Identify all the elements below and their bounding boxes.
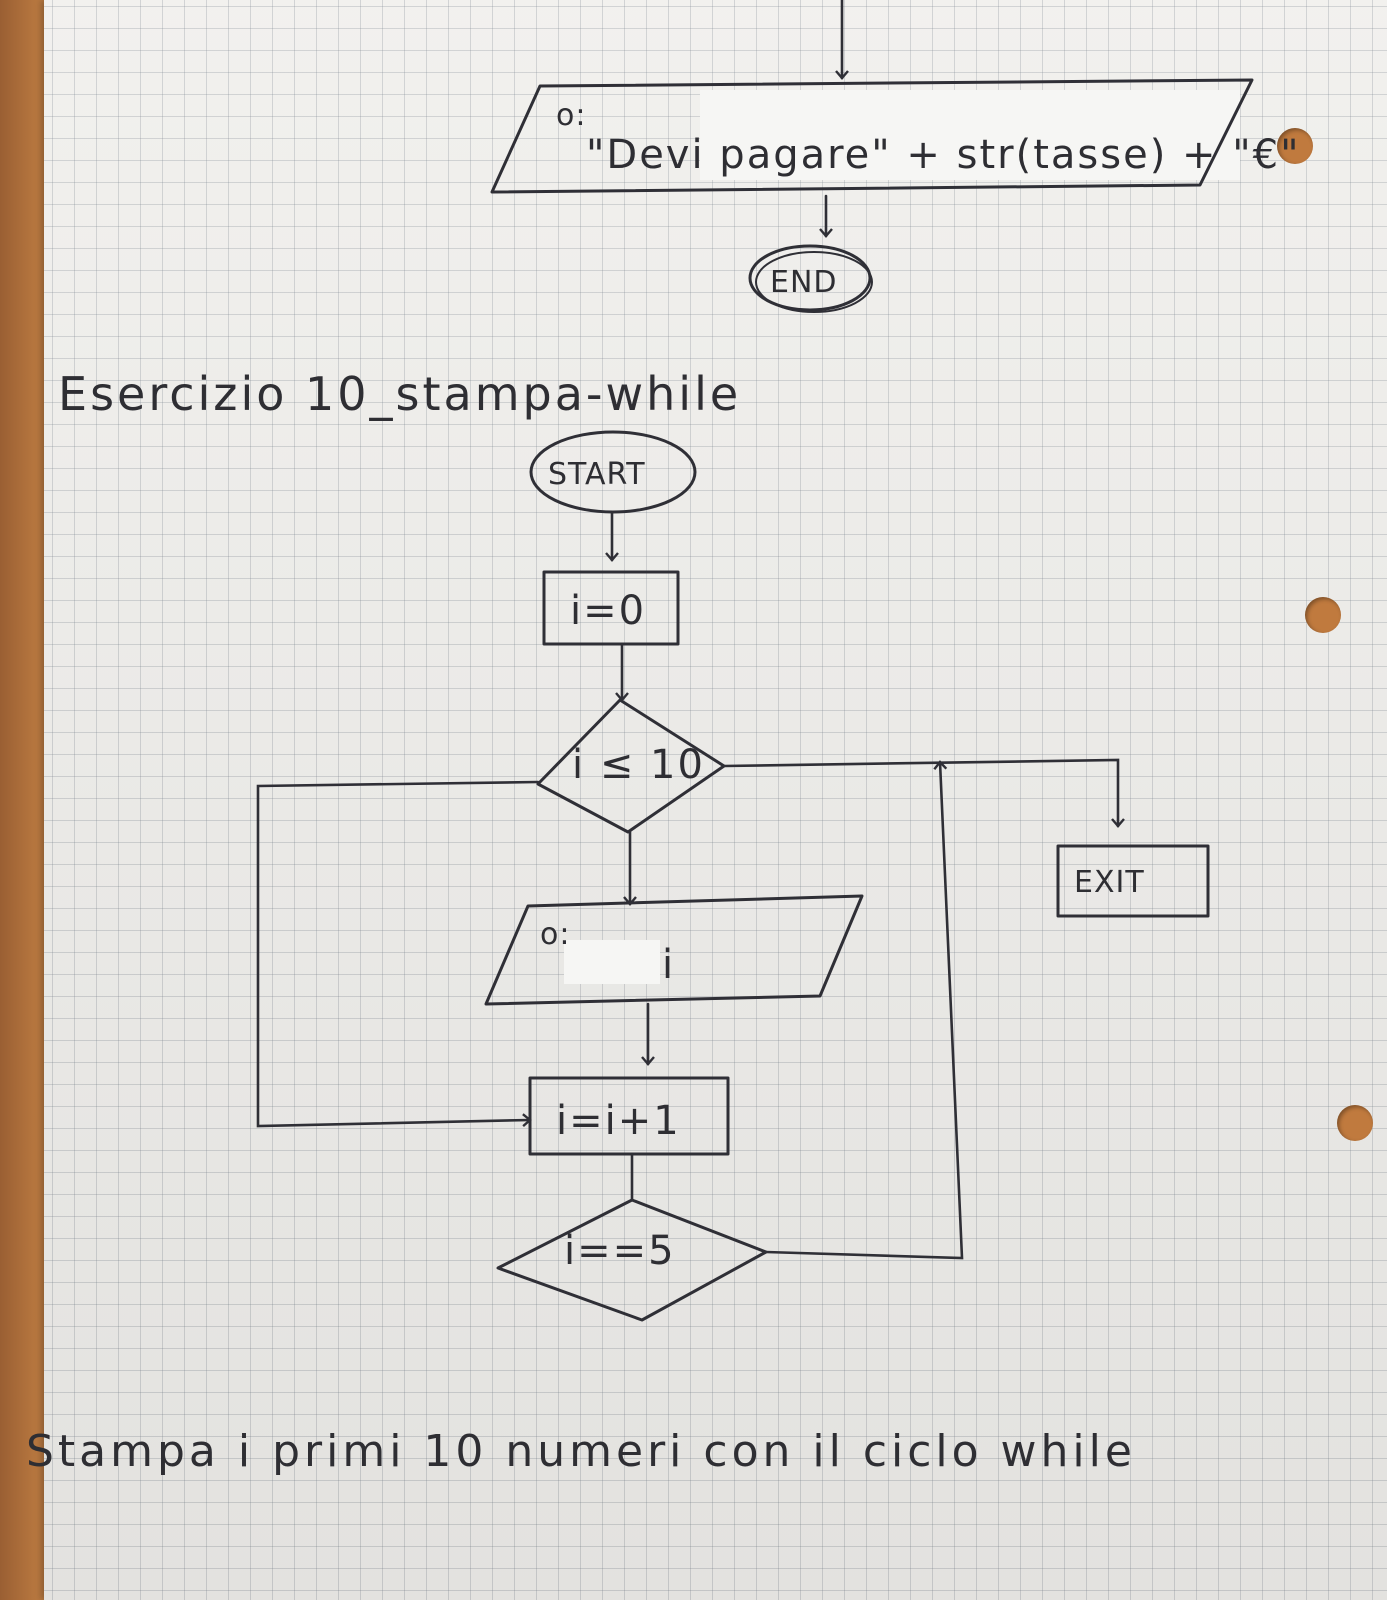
increment-label: i=i+1 (556, 1098, 681, 1144)
end-ellipse (748, 244, 872, 312)
increment-node: i=i+1 (528, 1076, 730, 1156)
arrow-condition-to-exit (722, 758, 1125, 828)
exit-box (1056, 844, 1210, 918)
condition-label: i ≤ 10 (572, 742, 705, 788)
top-output-label: o: (556, 98, 586, 133)
loop-back-arrow-left (256, 780, 540, 1128)
loop-output-parallelogram (484, 894, 864, 1006)
check-label: i==5 (564, 1228, 676, 1274)
end-label: END (770, 265, 838, 300)
exit-node: EXIT (1056, 844, 1210, 918)
binder-hole-middle (1305, 597, 1341, 633)
top-output-text: "Devi pagare" + str(tasse) + "€" (586, 132, 1301, 178)
loop-output-node: o: i (484, 894, 864, 1006)
binder-hole-bottom (1337, 1105, 1373, 1141)
caption-text: Stampa i primi 10 numeri con il ciclo wh… (26, 1426, 1136, 1477)
condition-node: i ≤ 10 (536, 698, 726, 834)
init-label: i=0 (570, 588, 646, 634)
start-node: START (529, 430, 697, 514)
loop-output-text: i (662, 942, 675, 988)
init-box (542, 570, 680, 646)
end-ellipse-shadow (755, 251, 873, 313)
whiteout-patch (700, 90, 1240, 180)
binder-hole-top (1277, 128, 1313, 164)
top-output-node: o: "Devi pagare" + str(tasse) + "€" (490, 78, 1301, 194)
end-node: END (748, 244, 873, 313)
top-output-parallelogram (490, 78, 1254, 194)
exit-label: EXIT (1074, 865, 1145, 900)
graph-paper-sheet (44, 0, 1387, 1600)
whiteout-patch-loop (564, 940, 660, 984)
loop-back-arrow-right (764, 760, 964, 1260)
exercise-heading: Esercizio 10_stampa-while (58, 367, 741, 421)
start-label: START (548, 457, 646, 492)
condition-diamond (536, 698, 726, 834)
loop-output-label: o: (540, 917, 570, 952)
init-node: i=0 (542, 570, 680, 646)
check-node: i==5 (496, 1198, 768, 1322)
check-diamond (496, 1198, 768, 1322)
